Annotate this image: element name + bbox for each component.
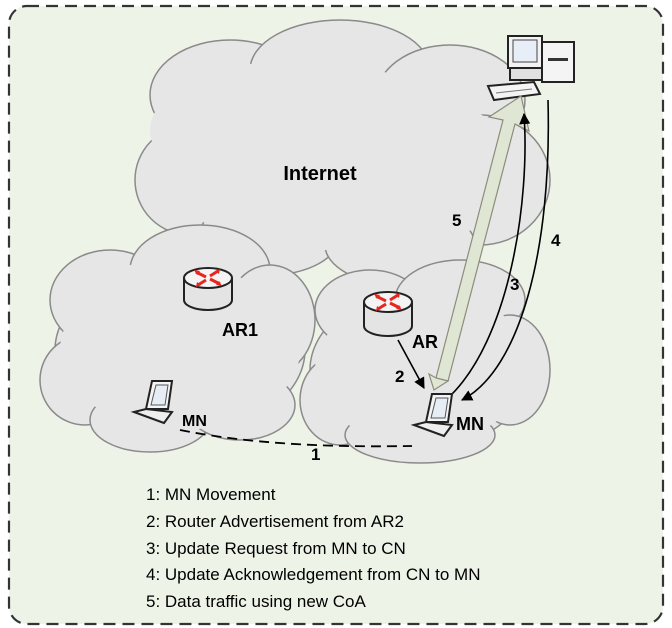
step-2-label: 2 <box>395 367 404 386</box>
ar1-label: AR1 <box>222 320 258 340</box>
ar2-label: AR <box>412 332 438 352</box>
legend-item: 2: Router Advertisement from AR2 <box>146 512 404 531</box>
mn-new-laptop-icon <box>410 393 454 438</box>
internet-label: Internet <box>283 163 357 185</box>
legend-item: 5: Data traffic using new CoA <box>146 592 367 611</box>
router-advertisement-arrow <box>397 339 425 389</box>
mn-old-label: MN <box>182 413 207 430</box>
movement-line <box>179 429 413 448</box>
update-request-arrow <box>447 112 531 399</box>
ar1-router-icon <box>183 267 233 311</box>
mn-new-label: MN <box>456 414 484 434</box>
step-4-label: 4 <box>551 231 561 250</box>
step-3-label: 3 <box>510 275 519 294</box>
legend-item: 3: Update Request from MN to CN <box>146 539 406 558</box>
step-5-label: 5 <box>452 211 461 230</box>
legend-item: 4: Update Acknowledgement from CN to MN <box>146 565 480 584</box>
mn-old-laptop-icon <box>130 380 174 425</box>
legend-item: 1: MN Movement <box>146 485 276 504</box>
step-1-label: 1 <box>311 445 320 464</box>
update-ack-arrow <box>461 99 550 401</box>
legend: 1: MN Movement 2: Router Advertisement f… <box>146 485 480 611</box>
correspondent-computer-icon <box>486 35 575 102</box>
ar2-router-icon <box>363 291 413 337</box>
